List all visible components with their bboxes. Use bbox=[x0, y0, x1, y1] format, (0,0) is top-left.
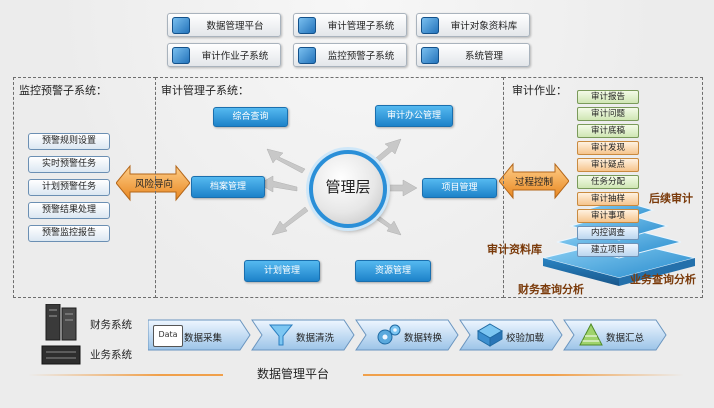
module-icon bbox=[298, 16, 316, 34]
audit-report-item[interactable]: 审计报告 bbox=[577, 90, 639, 104]
module-icon bbox=[172, 46, 190, 64]
audit-sampling-item[interactable]: 审计抽样 bbox=[577, 192, 639, 206]
module-icon bbox=[298, 46, 316, 64]
alert-monitor-report[interactable]: 预警监控报告 bbox=[28, 225, 110, 242]
audit-doubt-item[interactable]: 审计疑点 bbox=[577, 158, 639, 172]
process-control-label: 过程控制 bbox=[514, 177, 553, 188]
financial-query-label: 财务查询分析 bbox=[518, 283, 584, 296]
button-label: 系统管理 bbox=[464, 51, 503, 62]
internal-control-survey-item[interactable]: 内控调查 bbox=[577, 226, 639, 240]
button-label: 审计对象资料库 bbox=[450, 21, 518, 32]
risk-orientation-label: 风险导向 bbox=[134, 179, 173, 190]
button-label: 数据管理平台 bbox=[206, 21, 264, 32]
button-label: 审计管理子系统 bbox=[327, 21, 395, 32]
system-mgmt-button[interactable]: 系统管理 bbox=[416, 43, 530, 67]
pyramid-icon bbox=[579, 322, 603, 346]
audit-database-label: 审计资料库 bbox=[487, 243, 542, 256]
button-label: 审计作业子系统 bbox=[201, 51, 269, 62]
audit-mgmt-subsystem-button[interactable]: 审计管理子系统 bbox=[293, 13, 407, 37]
business-query-label: 业务查询分析 bbox=[630, 273, 696, 286]
module-icon bbox=[421, 16, 439, 34]
gears-icon bbox=[377, 324, 401, 345]
management-hub-label: 管理层 bbox=[325, 178, 371, 196]
project-mgmt-button[interactable]: 项目管理 bbox=[422, 178, 497, 198]
followup-audit-label: 后续审计 bbox=[649, 192, 693, 205]
alert-rule-setting[interactable]: 预警规则设置 bbox=[28, 133, 110, 150]
audit-work-subsystem-button[interactable]: 审计作业子系统 bbox=[167, 43, 281, 67]
audit-work-panel bbox=[503, 77, 703, 298]
resource-mgmt-button[interactable]: 资源管理 bbox=[355, 260, 431, 282]
data-summary-label: 数据汇总 bbox=[606, 333, 645, 344]
audit-finding-item[interactable]: 审计发现 bbox=[577, 141, 639, 155]
archive-mgmt-button[interactable]: 档案管理 bbox=[191, 176, 265, 198]
risk-orientation-arrow bbox=[116, 164, 190, 202]
audit-matter-item[interactable]: 审计事项 bbox=[577, 209, 639, 223]
data-file-icon: Data bbox=[153, 325, 183, 347]
process-control-arrow bbox=[499, 162, 569, 200]
cube-grid-icon bbox=[477, 323, 503, 347]
management-hub bbox=[309, 150, 387, 228]
alert-result-handling[interactable]: 预警结果处理 bbox=[28, 202, 110, 219]
comprehensive-query-button[interactable]: 综合查询 bbox=[213, 107, 288, 127]
audit-work-title: 审计作业： bbox=[512, 84, 567, 97]
audit-object-db-button[interactable]: 审计对象资料库 bbox=[416, 13, 530, 37]
data-mgmt-platform-button[interactable]: 数据管理平台 bbox=[167, 13, 281, 37]
audit-office-mgmt-button[interactable]: 审计办公管理 bbox=[375, 105, 453, 127]
create-project-item[interactable]: 建立项目 bbox=[577, 243, 639, 257]
data-mgmt-platform-title: 数据管理平台 bbox=[223, 365, 363, 382]
module-icon bbox=[421, 46, 439, 64]
data-collection-label: 数据采集 bbox=[184, 333, 223, 344]
business-system-label: 业务系统 bbox=[90, 349, 132, 361]
button-label: 监控预警子系统 bbox=[327, 51, 395, 62]
audit-issue-item[interactable]: 审计问题 bbox=[577, 107, 639, 121]
planned-alert-task[interactable]: 计划预警任务 bbox=[28, 179, 110, 196]
data-conversion-label: 数据转换 bbox=[404, 333, 443, 344]
plan-mgmt-button[interactable]: 计划管理 bbox=[244, 260, 320, 282]
monitor-alert-title: 监控预警子系统： bbox=[19, 84, 107, 97]
monitor-alert-subsystem-button[interactable]: 监控预警子系统 bbox=[293, 43, 407, 67]
verify-load-label: 校验加载 bbox=[506, 333, 545, 344]
module-icon bbox=[172, 16, 190, 34]
server-rack-icon bbox=[41, 304, 81, 365]
funnel-icon bbox=[268, 324, 294, 346]
realtime-alert-task[interactable]: 实时预警任务 bbox=[28, 156, 110, 173]
data-cleaning-label: 数据清洗 bbox=[296, 333, 335, 344]
finance-system-label: 财务系统 bbox=[90, 319, 132, 331]
audit-mgmt-title: 审计管理子系统： bbox=[161, 84, 249, 97]
audit-workpaper-item[interactable]: 审计底稿 bbox=[577, 124, 639, 138]
task-assignment-item[interactable]: 任务分配 bbox=[577, 175, 639, 189]
